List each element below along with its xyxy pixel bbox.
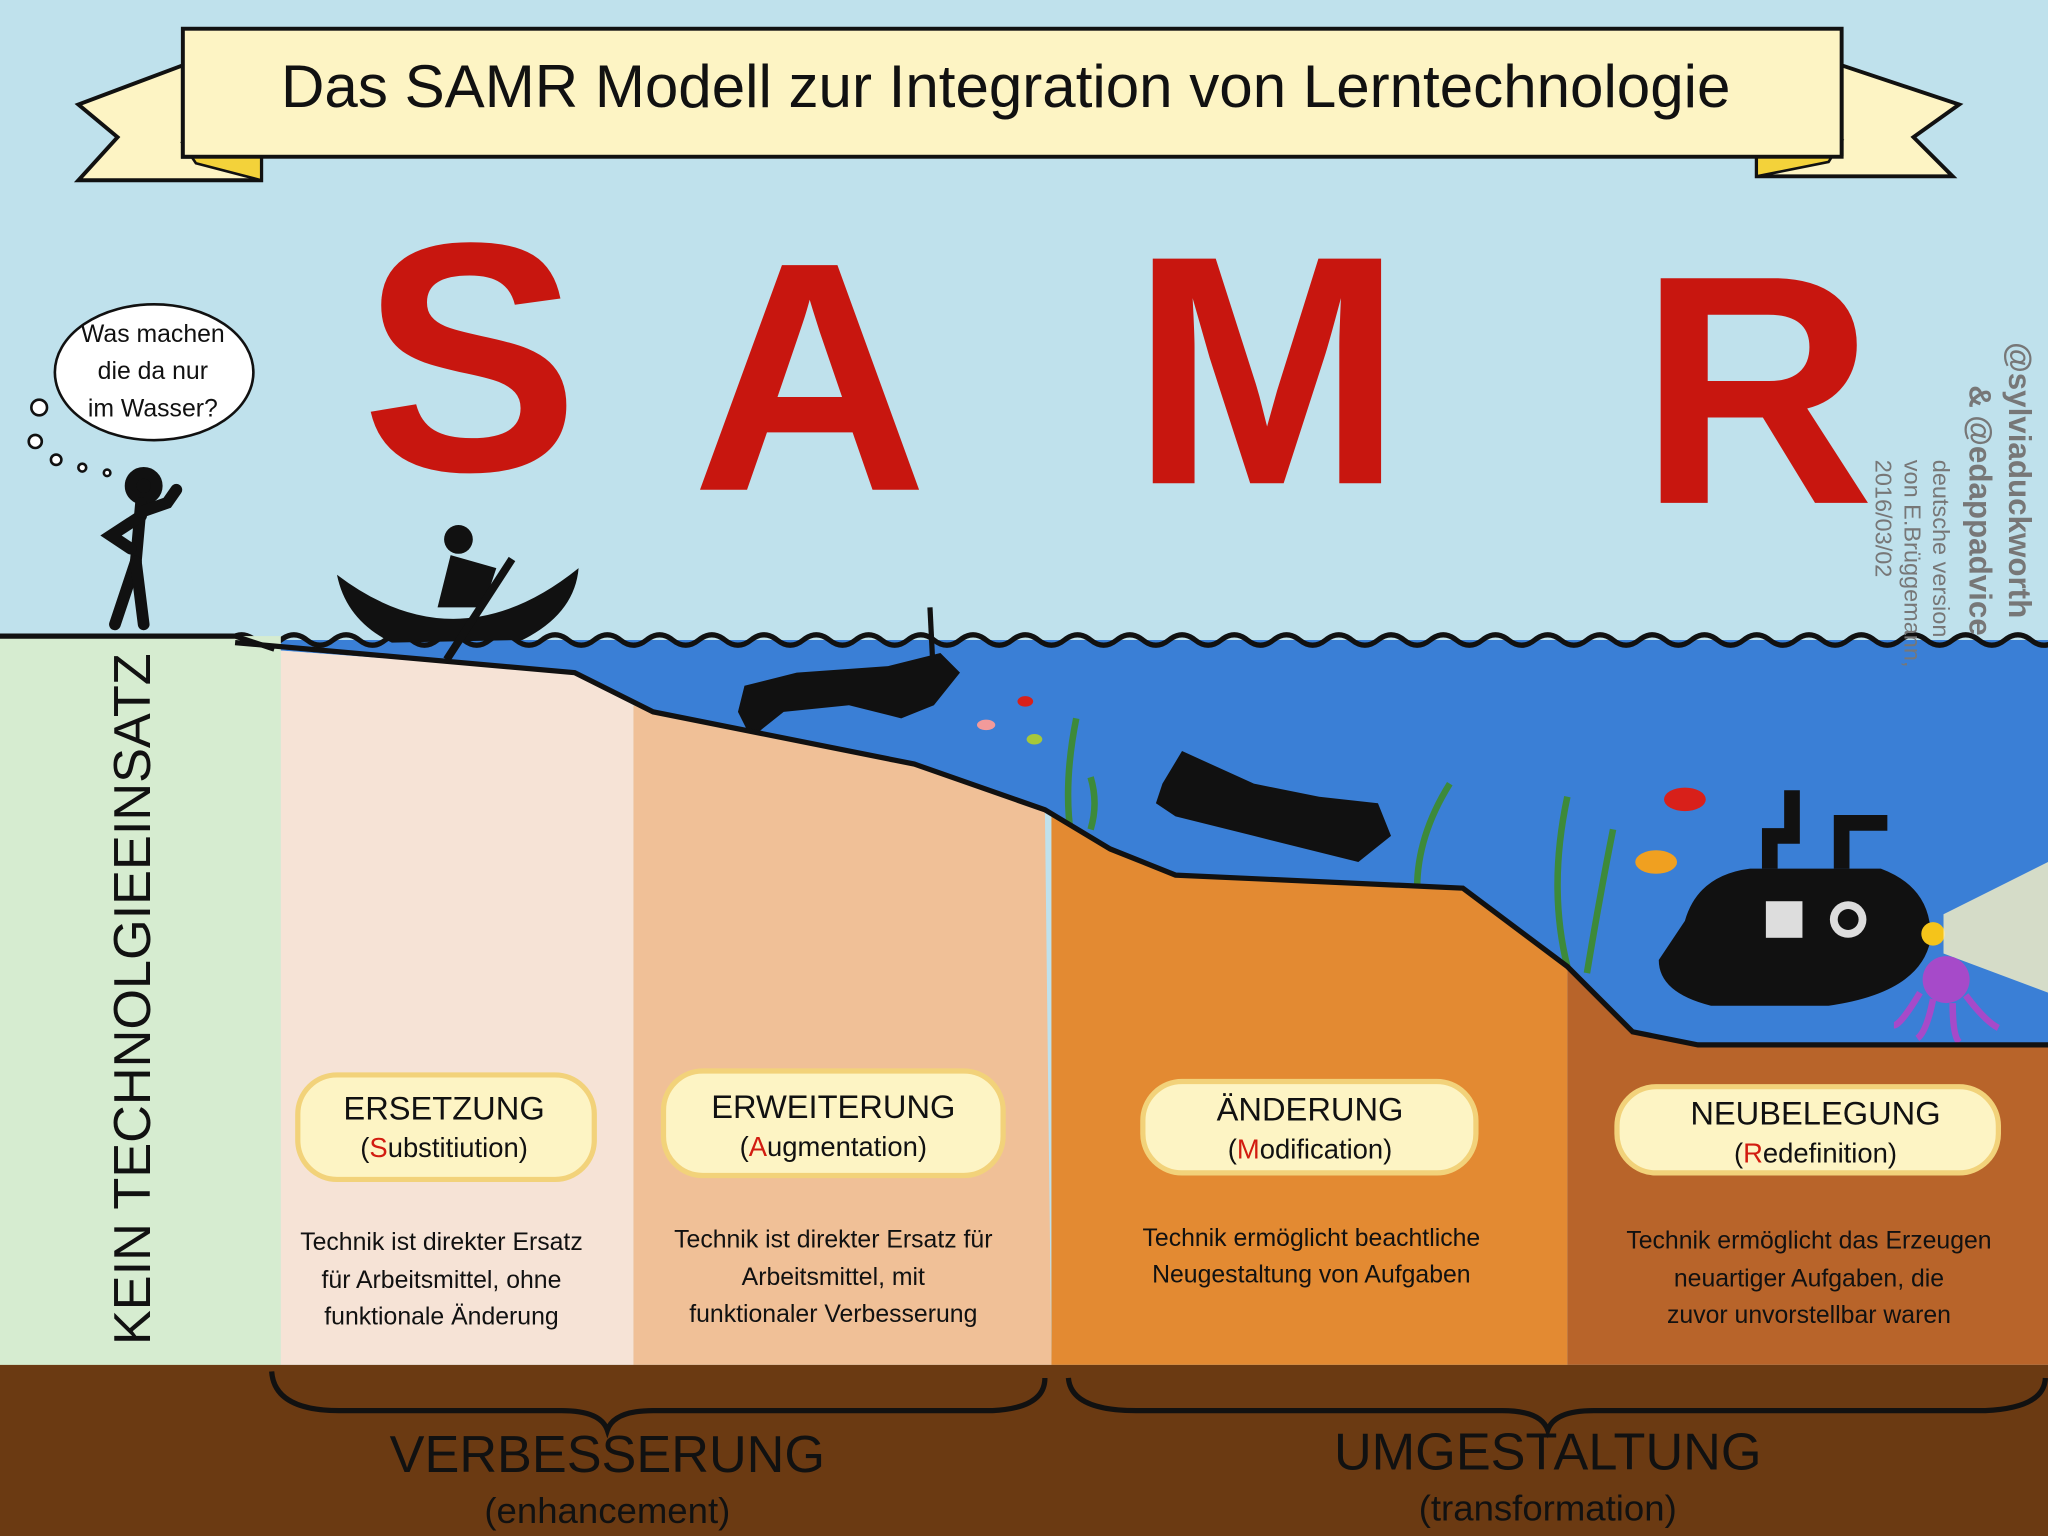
title-banner: Das SAMR Modell zur Integration von Lern… <box>73 26 1964 183</box>
level-augmentation: ERWEITERUNG (Augmentation) Technik ist d… <box>660 1068 1006 1328</box>
letter-m: M <box>1131 188 1403 553</box>
group-enhancement-subtitle: (enhancement) <box>484 1490 730 1531</box>
credit-amp: & <box>1963 385 1998 408</box>
credit-author1: @sylviaduckworth <box>2002 342 2037 618</box>
group-enhancement-title: VERBESSERUNG <box>390 1426 825 1484</box>
level-subtitle: (Augmentation) <box>740 1131 927 1162</box>
level-description: für Arbeitsmittel, ohne <box>322 1267 562 1294</box>
bubble-line: im Wasser? <box>88 396 218 423</box>
level-subtitle: (Redefinition) <box>1734 1137 1897 1168</box>
group-transformation-title: UMGESTALTUNG <box>1334 1423 1762 1481</box>
fish-icon <box>1635 850 1678 874</box>
level-subtitle: (Substitiution) <box>360 1132 528 1163</box>
credit-date: 2016/03/02 <box>1871 460 1897 578</box>
credits: @sylviaduckworth & @edappadvice deutsche… <box>1871 342 2037 667</box>
level-description: Arbeitsmittel, mit <box>742 1264 925 1291</box>
level-subtitle: (Modification) <box>1228 1134 1393 1165</box>
bubble-line: Was machen <box>81 321 225 348</box>
level-title: ÄNDERUNG <box>1217 1091 1404 1128</box>
stick-figure <box>100 466 183 631</box>
credit-line: deutsche version <box>1928 460 1954 638</box>
no-tech-label: KEIN TECHNOLGIEEINSATZ <box>104 653 162 1345</box>
bottom-ground <box>0 1364 2048 1536</box>
brace-transformation <box>1065 1377 2048 1439</box>
snorkeler <box>737 607 960 738</box>
banner-body <box>180 26 1844 159</box>
level-title: ERWEITERUNG <box>711 1088 955 1125</box>
level-description: Technik ermöglicht beachtliche <box>1143 1225 1481 1252</box>
letter-s: S <box>361 175 579 540</box>
fish-icon <box>1664 787 1706 812</box>
level-description: Technik ist direkter Ersatz für <box>674 1226 992 1253</box>
level-description: Neugestaltung von Aufgaben <box>1152 1262 1470 1289</box>
canoe-paddler <box>336 525 579 662</box>
column-no-tech <box>0 636 281 1368</box>
fish-icon <box>976 719 996 731</box>
fish-icon <box>1017 696 1034 707</box>
scuba-diver <box>1155 751 1392 863</box>
thought-bubble: Was machen die da nur im Wasser? <box>27 303 255 478</box>
group-transformation-subtitle: (transformation) <box>1419 1487 1677 1528</box>
column-substitution <box>280 650 634 1365</box>
level-description: funktionale Änderung <box>324 1303 558 1330</box>
letter-r: R <box>1639 208 1875 573</box>
letter-a: A <box>692 195 928 560</box>
level-description: funktionaler Verbesserung <box>689 1301 977 1328</box>
level-redefinition: NEUBELEGUNG (Redefinition) Technik ermög… <box>1614 1084 2001 1329</box>
wave-line <box>226 632 2048 648</box>
seaweed <box>1064 717 1617 974</box>
credit-line: von E.Brüggemann, <box>1899 460 1925 668</box>
credit-author2: @edappadvice <box>1963 415 1998 635</box>
brace-enhancement <box>269 1371 1048 1439</box>
level-modification: ÄNDERUNG (Modification) Technik ermöglic… <box>1140 1078 1481 1289</box>
level-title: ERSETZUNG <box>343 1089 544 1126</box>
seabed-line <box>234 640 2048 1048</box>
level-substitution: ERSETZUNG (Substitiution) Technik ist di… <box>295 1072 597 1330</box>
level-description: neuartiger Aufgaben, die <box>1674 1266 1944 1293</box>
bubble-line: die da nur <box>98 358 208 385</box>
octopus <box>1893 956 2000 1045</box>
level-description: Technik ermöglicht das Erzeugen <box>1626 1228 1991 1255</box>
level-description: Technik ist direkter Ersatz <box>300 1229 583 1256</box>
level-description: zuvor unvorstellbar waren <box>1667 1302 1951 1329</box>
page-title: Das SAMR Modell zur Integration von Lern… <box>281 53 1730 120</box>
level-title: NEUBELEGUNG <box>1690 1095 1940 1132</box>
column-augmentation <box>633 705 1052 1365</box>
submarine <box>1658 790 2048 1006</box>
fish-icon <box>1026 734 1043 745</box>
